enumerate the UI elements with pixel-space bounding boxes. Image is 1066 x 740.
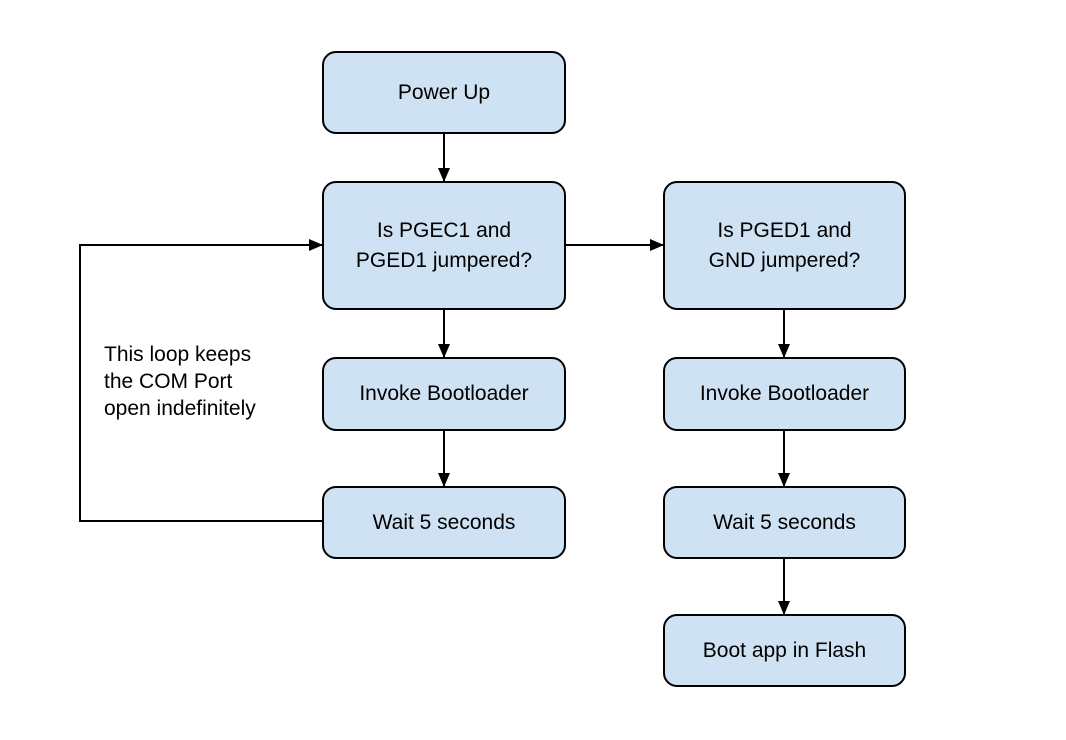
node-boot-app-in-flash: Boot app in Flash (663, 614, 906, 687)
node-wait-right: Wait 5 seconds (663, 486, 906, 559)
annotation-line: This loop keeps (104, 343, 252, 366)
node-label: Power Up (397, 80, 491, 104)
node-wait-left: Wait 5 seconds (322, 486, 566, 559)
node-label: Wait 5 seconds (713, 510, 856, 534)
node-check-pged1-gnd: Is PGED1 and GND jumpered? (663, 181, 906, 310)
node-label: Invoke Bootloader (699, 382, 870, 405)
annotation-line: the COM Port (104, 370, 233, 393)
loop-annotation: This loop keeps the COM Port open indefi… (104, 341, 304, 422)
node-check-pgec1-pged1: Is PGEC1 and PGED1 jumpered? (322, 181, 566, 310)
node-label: Wait 5 seconds (372, 510, 516, 534)
node-label: PGED1 jumpered? (355, 248, 533, 272)
node-label: Is PGEC1 and (376, 218, 512, 242)
node-label: GND jumpered? (708, 248, 861, 272)
node-invoke-bootloader-left: Invoke Bootloader (322, 357, 566, 431)
node-power-up: Power Up (322, 51, 566, 134)
node-label: Is PGED1 and (717, 218, 852, 242)
node-invoke-bootloader-right: Invoke Bootloader (663, 357, 906, 431)
arrow-loop-wait-left-to-check-pgec1 (79, 239, 323, 522)
node-label: Boot app in Flash (702, 638, 867, 662)
node-label: Invoke Bootloader (359, 382, 529, 405)
annotation-line: open indefinitely (104, 397, 256, 420)
